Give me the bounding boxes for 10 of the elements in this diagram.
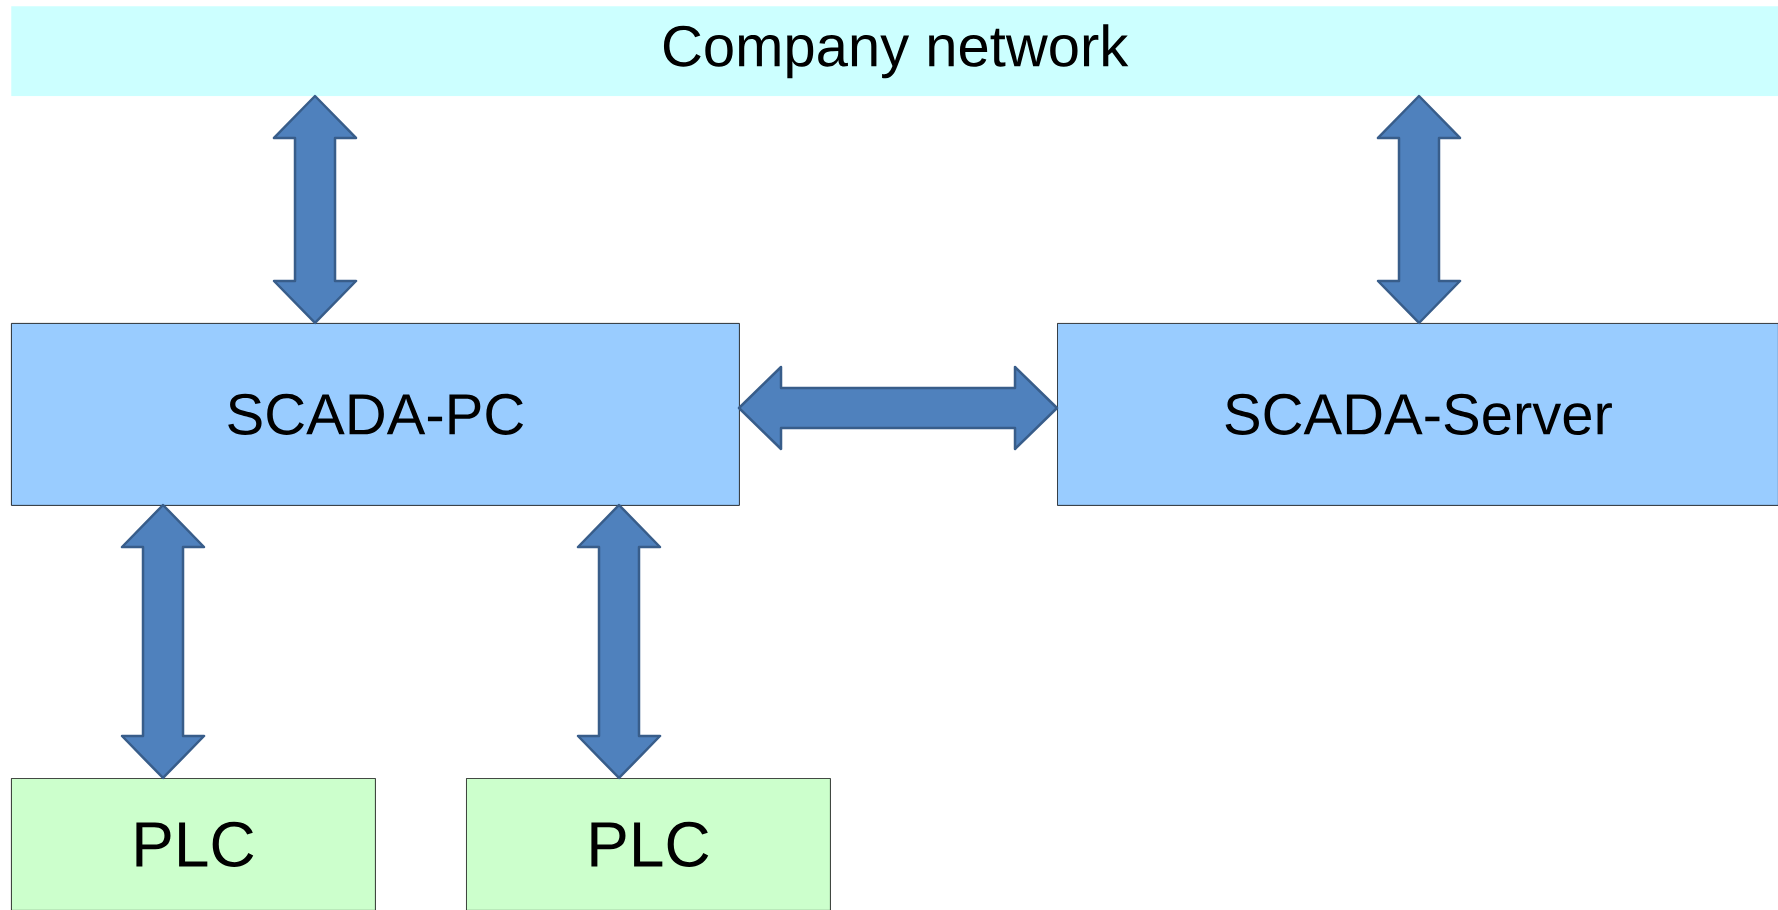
computer-box: SCADA-PC <box>11 323 740 506</box>
block-arrow <box>576 503 662 780</box>
block-arrow <box>737 365 1059 451</box>
network-band: Company network <box>11 6 1778 97</box>
server-box: SCADA-Server <box>1057 323 1778 506</box>
block-arrow <box>272 94 358 325</box>
controller-box: PLC <box>11 778 376 910</box>
block-arrow <box>120 503 206 780</box>
block-arrow <box>1376 94 1462 325</box>
controller-box: PLC <box>466 778 831 910</box>
